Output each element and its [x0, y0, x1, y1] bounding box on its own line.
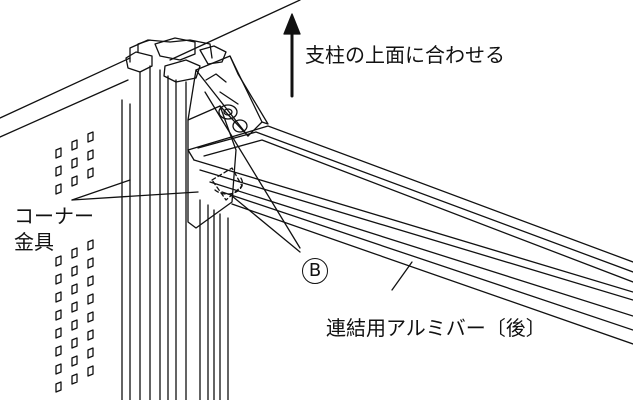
- perforation-hole: [55, 147, 62, 159]
- perforation-hole: [55, 255, 62, 267]
- top-instruction-label: 支柱の上面に合わせる: [305, 43, 505, 67]
- perforation-hole: [71, 301, 78, 313]
- top-rail-edge: [169, 0, 301, 61]
- perforation-hole: [55, 165, 62, 177]
- perforation-hole: [87, 275, 94, 287]
- perforation-hole: [55, 345, 62, 357]
- corner-bracket: [187, 55, 269, 229]
- perforation-hole: [71, 373, 78, 385]
- marker-b-circle: B: [302, 258, 328, 284]
- perforation-hole: [55, 183, 62, 195]
- perforation-hole: [87, 293, 94, 305]
- perforation-hole: [87, 365, 94, 377]
- perforation-hole: [71, 319, 78, 331]
- perforation-hole: [55, 291, 62, 303]
- perforation-hole: [87, 311, 94, 323]
- perforation-hole: [71, 283, 78, 295]
- perforation-hole: [71, 265, 78, 277]
- corner-label-line2: 金具: [14, 230, 54, 254]
- perforation-hole: [55, 309, 62, 321]
- side-panel: [0, 57, 131, 400]
- perforation-hole: [71, 355, 78, 367]
- perforation-hole: [87, 167, 94, 179]
- perforation-hole: [71, 247, 78, 259]
- panel-perforations: [55, 131, 94, 393]
- perforation-hole: [71, 337, 78, 349]
- perforation-hole: [55, 273, 62, 285]
- perforation-hole: [87, 239, 94, 251]
- corner-label-line1: コーナー: [14, 204, 94, 228]
- aluminium-bar: [187, 125, 633, 345]
- perforation-hole: [71, 157, 78, 169]
- perforation-hole: [55, 381, 62, 393]
- up-arrow-icon: [283, 13, 301, 98]
- perforation-hole: [87, 347, 94, 359]
- perforation-hole: [87, 149, 94, 161]
- perforation-hole: [71, 175, 78, 187]
- perforation-hole: [87, 257, 94, 269]
- vertical-post: [125, 37, 229, 400]
- bar-label: 連結用アルミバー〔後〕: [326, 316, 546, 340]
- perforation-hole: [87, 329, 94, 341]
- perforation-hole: [55, 327, 62, 339]
- perforation-hole: [71, 139, 78, 151]
- perforation-hole: [55, 363, 62, 375]
- perforation-hole: [87, 131, 94, 143]
- leader-lines: [71, 91, 413, 291]
